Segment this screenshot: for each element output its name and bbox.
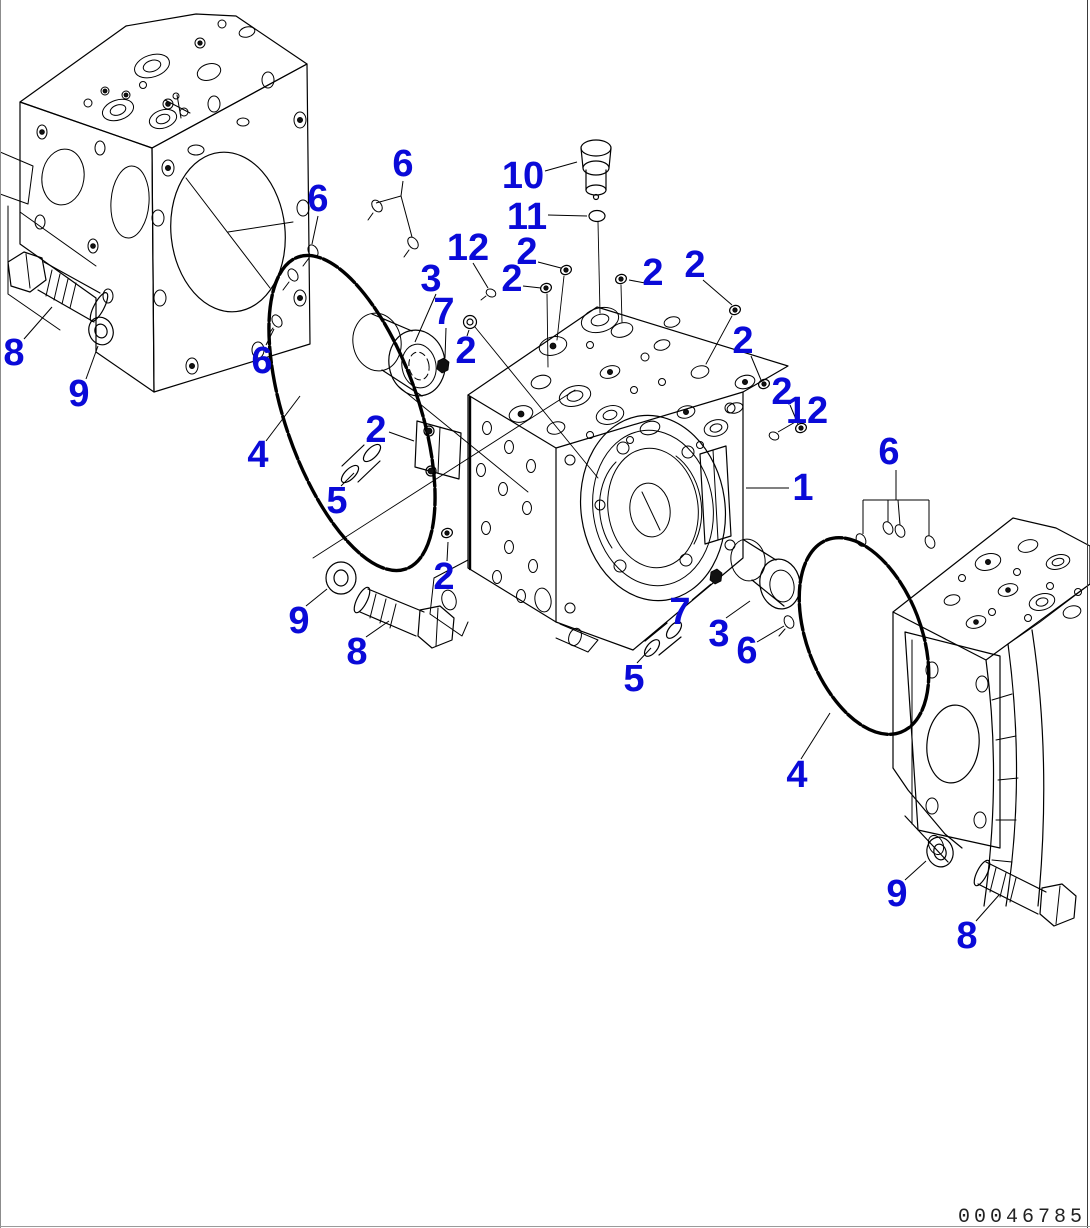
callout-7: 7: [433, 291, 454, 333]
leader-line-9: [305, 588, 328, 607]
backup-ring-clips: [267, 199, 936, 637]
leader-line-2: [446, 541, 449, 562]
left-face-holes: [476, 421, 552, 613]
leader-line-6: [311, 215, 319, 245]
callout-12: 12: [786, 390, 828, 432]
callout-2: 2: [684, 244, 705, 286]
leader-line-2: [522, 285, 542, 289]
side-windows: [34, 124, 150, 304]
callout-2: 2: [365, 409, 386, 451]
callout-2: 2: [771, 371, 792, 413]
leader-line-2: [537, 261, 562, 269]
leader-line-5: [340, 472, 355, 487]
washer-9-right: [926, 836, 954, 868]
pump-body-center: [429, 306, 789, 653]
callout-6: 6: [878, 431, 899, 473]
leader-line-12: [777, 420, 798, 433]
callout-11: 11: [507, 196, 547, 238]
leader-line-8: [975, 894, 1000, 922]
leader-line-2: [702, 279, 733, 306]
leader-line-7: [691, 583, 712, 601]
leader-line-2: [750, 355, 762, 381]
callout-9: 9: [886, 873, 907, 915]
fittings-7: [436, 357, 723, 585]
pump-body-left: [0, 13, 311, 393]
ball-11: [588, 209, 606, 314]
callout-1: 1: [792, 467, 813, 509]
rotor-recess: [564, 402, 736, 614]
leader-line-11: [547, 214, 588, 217]
leader-line-9: [904, 860, 927, 881]
leader-line-6: [400, 195, 413, 238]
callout-3: 3: [708, 613, 729, 655]
bolt-8-center: [353, 586, 455, 649]
callout-7: 7: [669, 591, 690, 633]
leader-line-7: [444, 327, 447, 359]
callout-2: 2: [642, 252, 663, 294]
callout-6: 6: [307, 178, 328, 220]
callout-9: 9: [68, 373, 89, 415]
callout-6: 6: [736, 630, 757, 672]
leader-line-8: [23, 306, 53, 340]
leader-line-10: [544, 161, 578, 172]
leader-line-6: [897, 499, 901, 526]
callout-12: 12: [447, 227, 489, 269]
leader-line-3: [414, 293, 437, 343]
leader-line-9: [85, 345, 99, 380]
pump-body-right: [892, 517, 1090, 907]
callout-9: 9: [288, 600, 309, 642]
oring-4-right: [797, 535, 931, 737]
leader-line-6: [265, 328, 275, 346]
top-face-bosses: [508, 306, 756, 449]
leader-line-6: [756, 625, 785, 643]
callout-4: 4: [247, 434, 268, 476]
callout-4: 4: [786, 754, 807, 796]
bolt-holes: [151, 71, 310, 375]
callout-10: 10: [502, 155, 544, 197]
plug-10: [580, 139, 612, 201]
callout-2: 2: [732, 320, 753, 362]
washer-9-left: [88, 316, 114, 346]
leader-line-2: [388, 431, 415, 442]
drawing-number: 00046785: [958, 1206, 1086, 1228]
socket-plugs-2: [441, 264, 807, 539]
leader-line-4: [800, 712, 831, 760]
callout-6: 6: [251, 340, 272, 382]
leader-line-3: [725, 600, 751, 619]
callout-2: 2: [501, 258, 522, 300]
callout-5: 5: [326, 480, 347, 522]
alignment-lines: [312, 326, 599, 559]
bushing-3-right: [730, 538, 801, 610]
leader-line-2: [466, 329, 470, 337]
callout-5: 5: [623, 658, 644, 700]
callout-3: 3: [420, 258, 441, 300]
leader-line-2: [628, 279, 646, 284]
callout-2: 2: [516, 231, 537, 273]
pin-5-left: [340, 443, 382, 484]
top-ports: [83, 19, 256, 130]
callout-2: 2: [433, 556, 454, 598]
leader-line-5: [636, 647, 652, 664]
pin-5-right: [643, 621, 683, 657]
callout-2: 2: [455, 330, 476, 372]
leader-line-8: [365, 620, 390, 638]
callout-8: 8: [346, 631, 367, 673]
leader-line-12: [472, 262, 489, 289]
top-ports-right: [943, 539, 1082, 629]
leader-line-4: [265, 395, 301, 442]
callout-8: 8: [3, 332, 24, 374]
callout-8: 8: [956, 915, 977, 957]
bolt-8-right: [973, 859, 1077, 927]
plate-2-left: [414, 420, 462, 480]
callout-6: 6: [392, 143, 413, 185]
washer-9-center: [325, 561, 357, 595]
orifices-12: [480, 288, 780, 441]
